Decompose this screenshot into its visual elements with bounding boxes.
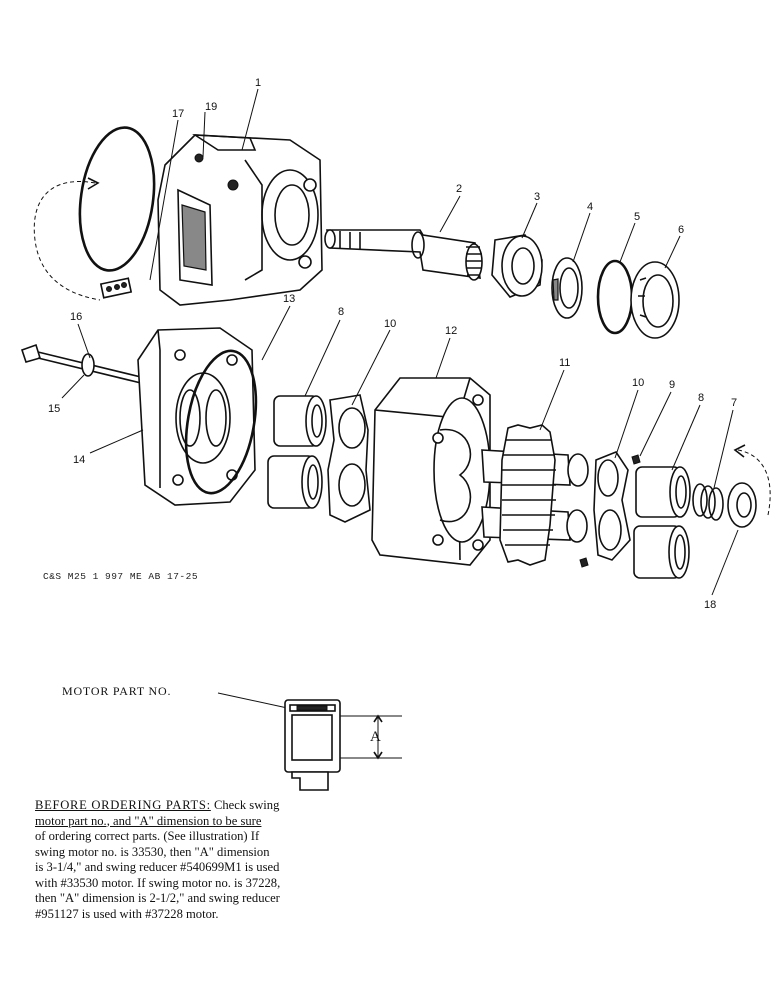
notes-line-2: motor part no., and "A" dimension to be …: [35, 813, 262, 828]
callout-11: 11: [559, 357, 570, 369]
callout-7: 7: [731, 397, 737, 409]
callout-3: 3: [534, 191, 540, 203]
callout-1: 1: [255, 77, 261, 89]
part-13-oring: [184, 349, 258, 495]
callout-8a: 8: [338, 306, 344, 318]
callout-2: 2: [456, 183, 462, 195]
part-17-oring: [33, 126, 156, 301]
part-12-gear-housing: [371, 377, 491, 566]
callout-19: 19: [205, 101, 217, 113]
callout-15: 15: [48, 403, 60, 415]
motor-inset: MOTOR PART NO. A: [62, 684, 402, 791]
notes-line-1: Check swing: [210, 798, 280, 812]
part-6-seal: [630, 261, 680, 339]
motor-part-label: MOTOR PART NO.: [62, 684, 171, 698]
callout-14: 14: [73, 454, 85, 466]
part-3-bearing: [491, 234, 543, 298]
callout-4: 4: [587, 201, 593, 213]
notes-line-3: of ordering correct parts. (See illustra…: [35, 829, 260, 843]
notes-line-4: swing motor no. is 33530, then "A" dimen…: [35, 844, 270, 859]
callout-10b: 10: [632, 377, 644, 389]
part-1-housing: [157, 134, 323, 306]
callout-12: 12: [445, 325, 457, 337]
part-2-shaft: [324, 229, 483, 281]
notes-line-5: is 3-1/4," and swing reducer #540699M1 i…: [35, 860, 280, 874]
notes-line-8: #951127 is used with #37228 motor.: [35, 906, 219, 921]
part-9-keys: [579, 454, 641, 568]
callout-18: 18: [704, 599, 716, 611]
callout-8b: 8: [698, 392, 704, 404]
callout-9: 9: [669, 379, 675, 391]
callout-5: 5: [634, 211, 640, 223]
part-17-fitting: [99, 277, 133, 299]
ordering-notes: BEFORE ORDERING PARTS: Check swing motor…: [35, 798, 427, 922]
callout-17: 17: [172, 108, 184, 120]
part-4-seal: [551, 257, 583, 319]
part-16-bolt: [20, 343, 146, 385]
leader-lines: [61, 88, 739, 596]
part-18-cap: [727, 444, 771, 528]
callout-13: 13: [283, 293, 295, 305]
notes-line-6: with #33530 motor. If swing motor no. is…: [35, 875, 281, 890]
part-8-needle-bearings-left: [267, 395, 327, 509]
notes-line-7: then "A" dimension is 2-1/2," and swing …: [35, 891, 280, 905]
part-5-oring: [596, 259, 634, 335]
part-10-wear-plate-left: [327, 394, 371, 523]
part-8-needle-bearings-right: [633, 466, 691, 579]
part-14-end-cover: [137, 327, 256, 506]
callout-10a: 10: [384, 318, 396, 330]
callout-6: 6: [678, 224, 684, 236]
dimension-a-label: A: [370, 729, 381, 745]
callout-numbers: 1 17 19 2 3 4 5 6 13 16 8 10 12 11 15 10…: [48, 77, 737, 611]
drawing-code: C&S M25 1 997 ME AB 17-25: [43, 571, 198, 582]
part-7-spring: [692, 483, 724, 521]
part-11-gears: [481, 424, 589, 566]
part-10-wear-plate-right: [593, 451, 631, 561]
callout-16: 16: [70, 311, 82, 323]
notes-heading: BEFORE ORDERING PARTS:: [35, 798, 211, 812]
